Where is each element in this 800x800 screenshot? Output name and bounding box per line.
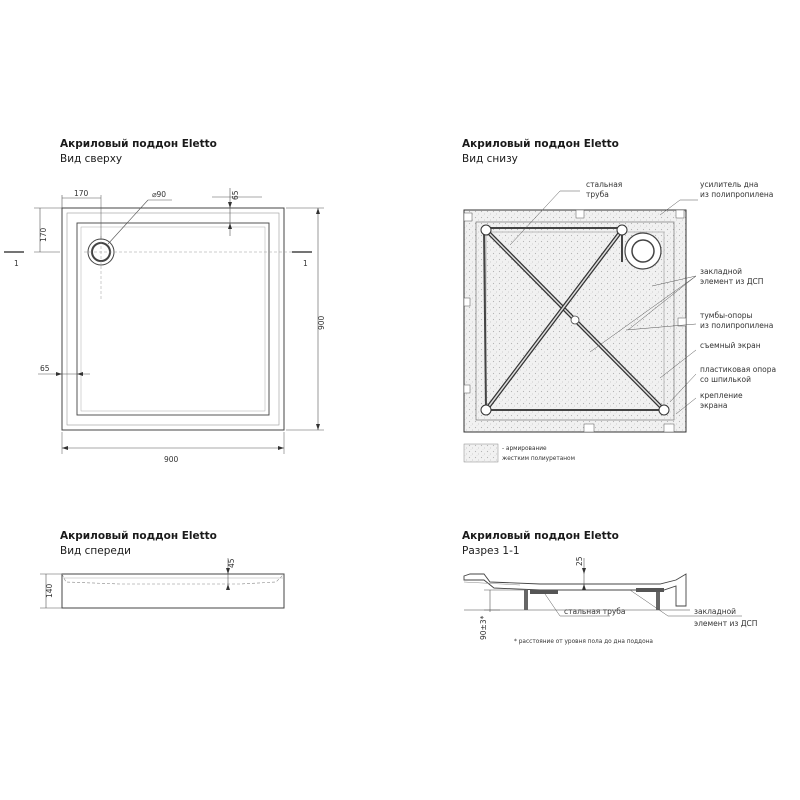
foot-top-left [480, 224, 492, 236]
callout-mount-line1: крепление [700, 391, 743, 400]
foot-bottom-right [658, 404, 670, 416]
callout-embedded-section-line2: элемент из ДСП [694, 619, 757, 628]
footnote: * расстояние от уровня пола до дна поддо… [514, 639, 653, 645]
callout-steel-pipe-section: стальная труба [564, 607, 626, 616]
dim-65-left: 65 [40, 364, 50, 373]
tray-rim-outline [66, 212, 280, 426]
dim-900-width: 900 [164, 455, 179, 464]
legend-swatch [463, 443, 499, 463]
front-view: 140 45 [40, 558, 285, 609]
front-view-title: Акриловый поддон Eletto [60, 530, 217, 542]
callout-embedded-line1: закладной [700, 267, 742, 276]
bottom-view: стальная труба усилитель дна из полипроп… [463, 180, 776, 463]
bottom-view-title: Акриловый поддон Eletto [462, 138, 619, 150]
dim-65-top: 65 [231, 190, 240, 200]
legend-text-line2: жестким полиуретаном [502, 456, 575, 462]
callout-amplifier-line1: усилитель дна [700, 180, 758, 189]
callout-amplifier-line2: из полипропилена [700, 190, 773, 199]
callout-steel-pipe-line1: стальная [586, 180, 622, 189]
callout-screen: съемный экран [700, 341, 761, 350]
top-view-title: Акриловый поддон Eletto [60, 138, 217, 150]
dim-900-height: 900 [317, 315, 326, 330]
bottom-view-subtitle: Вид снизу [462, 153, 518, 165]
tray-inner-outline [76, 222, 270, 416]
drain-underside-icon [624, 232, 662, 270]
callout-steel-pipe-line2: труба [586, 190, 609, 199]
front-view-subtitle: Вид спереди [60, 545, 131, 557]
section-view-subtitle: Разрез 1-1 [462, 545, 520, 557]
section-view: 25 90±3* стальная труба закладной элемен… [463, 556, 757, 645]
callout-pedestal-line2: из полипропилена [700, 321, 773, 330]
tray-bowl-outline [80, 226, 266, 412]
callout-embedded-section-line1: закладной [694, 607, 736, 616]
top-view-subtitle: Вид сверху [60, 153, 123, 165]
callout-pedestal-line1: тумбы-опоры [700, 311, 753, 320]
section-view-title: Акриловый поддон Eletto [462, 530, 619, 542]
dim-170-horizontal: 170 [74, 189, 89, 198]
dim-25: 25 [575, 556, 584, 566]
section-mark-right: 1 [303, 259, 308, 268]
foot-top-right [616, 224, 628, 236]
dim-45: 45 [227, 558, 236, 568]
dim-140: 140 [45, 583, 54, 598]
callout-support-line2: со шпилькой [700, 375, 751, 384]
foot-bottom-left [480, 404, 492, 416]
tray-outer-outline [61, 207, 285, 431]
dim-diameter-90: ⌀90 [152, 190, 166, 199]
section-mark-left: 1 [14, 259, 19, 268]
callout-mount-line2: экрана [700, 401, 728, 410]
legend-text-line1: - армирование [502, 446, 547, 452]
callout-support-line1: пластиковая опора [700, 365, 776, 374]
dim-90: 90±3* [479, 615, 488, 640]
callout-embedded-line2: элемент из ДСП [700, 277, 763, 286]
top-view: 170 ⌀90 65 170 1 1 65 900 [4, 188, 326, 464]
dim-170-vertical: 170 [39, 227, 48, 242]
